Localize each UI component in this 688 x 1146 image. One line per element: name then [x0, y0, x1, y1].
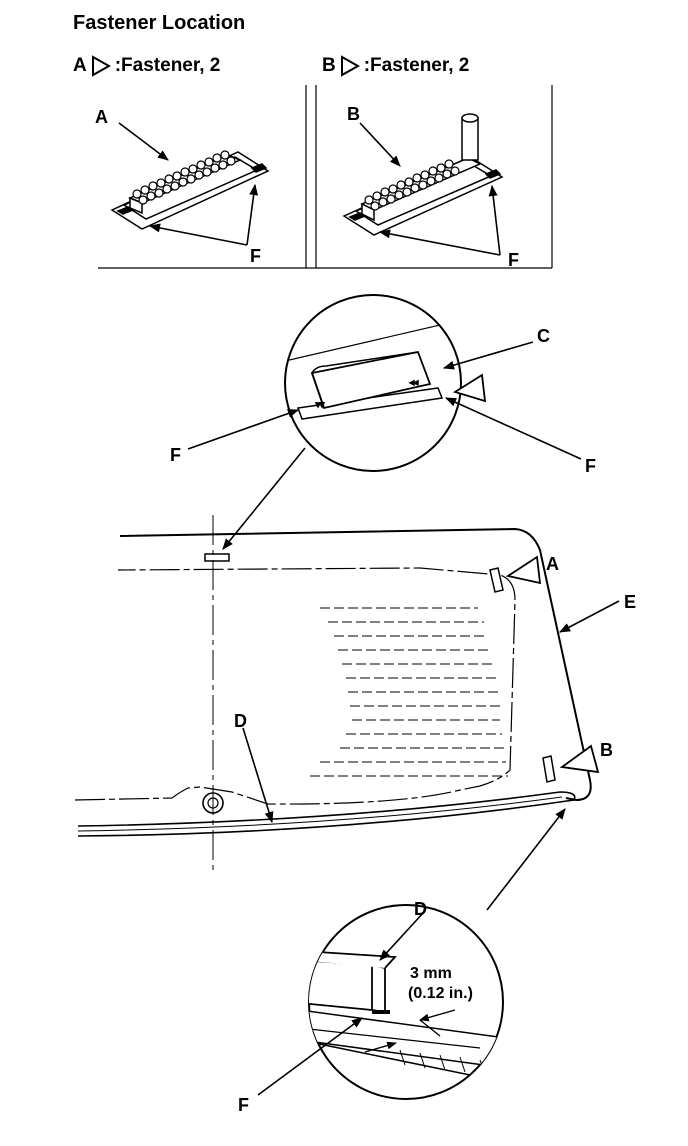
callout-a-window: A — [546, 554, 559, 574]
fastener-a-leaders — [118, 122, 259, 246]
detail-top-leaders — [187, 341, 582, 550]
detail-circle-top — [284, 294, 462, 472]
legend-text-a: :Fastener, 2 — [114, 55, 221, 76]
callout-b-window: B — [600, 740, 613, 760]
dimension-alt: (0.12 in.) — [408, 985, 473, 1002]
rear-window-panel — [74, 515, 592, 870]
panel-frame — [98, 85, 553, 269]
svg-text:▾▾: ▾▾ — [315, 400, 325, 409]
main-markers — [505, 555, 600, 774]
legend-item-b: B :Fastener, 2 — [322, 55, 469, 77]
detail-top-contents: ▾▾ ◂◂ — [285, 317, 461, 420]
dimension-value: 3 mm — [410, 965, 452, 982]
callout-f-detail-right: F — [585, 456, 596, 476]
detail-bottom-leaders — [257, 911, 425, 1096]
legend-text-b: :Fastener, 2 — [363, 55, 470, 76]
defroster-lines — [310, 607, 508, 777]
callout-f-panel-a: F — [250, 246, 261, 266]
callout-d-window: D — [234, 711, 247, 731]
callout-d-detail: D — [414, 899, 427, 919]
legend-key-b: B — [322, 55, 336, 76]
legend-item-a: A :Fastener, 2 — [73, 55, 220, 77]
svg-text:◂◂: ◂◂ — [409, 378, 419, 387]
callout-f-detail-left: F — [170, 445, 181, 465]
callout-e: E — [624, 592, 636, 612]
dimension-arrows — [364, 1009, 456, 1053]
main-leaders — [242, 600, 620, 911]
triangle-marker-icon — [340, 55, 360, 77]
fastener-b-illustration — [342, 113, 504, 236]
callout-c: C — [537, 326, 550, 346]
triangle-marker-icon — [452, 373, 487, 403]
triangle-marker-icon — [91, 55, 111, 77]
fastener-a-illustration — [110, 150, 270, 230]
callout-f-detail-bottom: F — [238, 1095, 249, 1115]
callout-a-top: A — [95, 107, 108, 127]
callout-f-panel-b: F — [508, 250, 519, 270]
fastener-b-leaders — [359, 122, 501, 256]
page-title: Fastener Location — [73, 12, 246, 34]
callout-b-top: B — [347, 104, 360, 124]
legend-key-a: A — [73, 55, 87, 76]
